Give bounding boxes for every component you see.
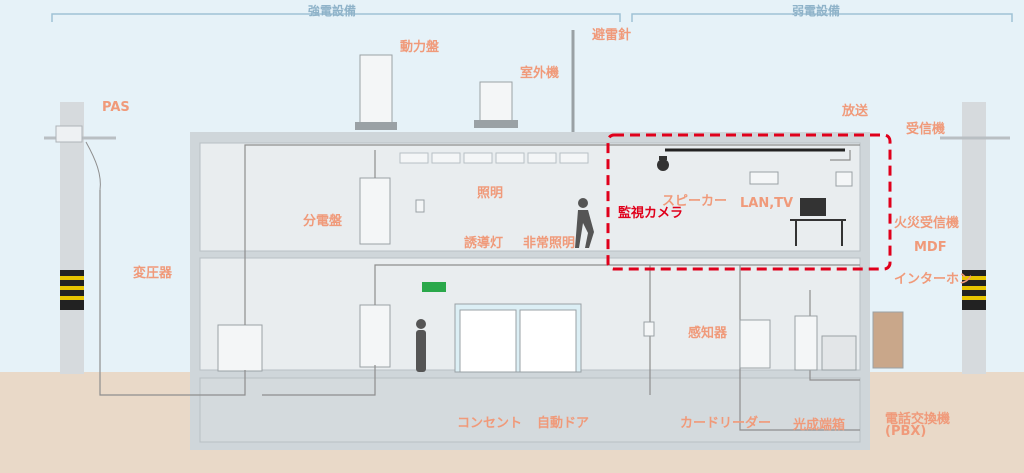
label-lan-tv: LAN,TV: [740, 196, 794, 211]
group-strong-power: 強電設備: [308, 4, 357, 18]
label-guide-light: 誘導灯: [464, 236, 504, 251]
pbx-unit: [872, 311, 904, 369]
optical-termination-box: [794, 315, 818, 371]
highlight-box: [606, 133, 892, 271]
ceiling-lights: [399, 152, 589, 164]
label-automatic-door: 自動ドア: [537, 416, 590, 431]
receiver-unit: [835, 171, 853, 187]
person-icon: [575, 198, 594, 248]
card-reader: [643, 321, 655, 337]
wiring: [99, 144, 860, 431]
label-outdoor-unit: 室外機: [520, 66, 560, 81]
label-optical-box: 光成端箱: [793, 418, 846, 433]
label-receiver: 受信機: [906, 122, 946, 137]
label-speaker: スピーカー: [662, 194, 728, 209]
label-sensor: 感知器: [688, 326, 728, 341]
label-transformer: 変圧器: [133, 266, 173, 281]
fire-receiver-panel: [739, 319, 771, 369]
label-card-reader: カードリーダー: [680, 416, 772, 431]
desk-monitor: [790, 198, 846, 246]
label-outlet: コンセント: [457, 416, 523, 431]
label-power-panel: 動力盤: [400, 40, 440, 55]
label-lightning-rod: 避雷針: [592, 28, 632, 43]
label-pas: PAS: [102, 100, 130, 115]
mdf-rack: [821, 335, 857, 371]
label-lighting: 照明: [477, 186, 504, 201]
switch-2f: [415, 199, 425, 213]
label-distribution-panel: 分電盤: [303, 214, 343, 229]
label-mdf: MDF: [914, 240, 947, 255]
label-emergency-light: 非常照明: [523, 236, 576, 251]
label-pbx: 電話交換機: [885, 412, 951, 427]
automatic-door: [454, 303, 582, 373]
label-broadcast: 放送: [842, 104, 869, 119]
dome-camera-icon: [657, 156, 669, 171]
utility-pole-right: [940, 102, 1010, 374]
strong-bracket: [51, 13, 621, 22]
person-icon-1f: [416, 319, 426, 372]
basement: [199, 377, 861, 443]
group-weak-power: 弱電設備: [792, 4, 841, 18]
weak-bracket: [631, 13, 1013, 22]
outdoor-unit: [474, 81, 518, 128]
label-intercom: インターホン: [894, 272, 973, 287]
label-surveillance-camera: 監視カメラ: [618, 206, 684, 221]
label-pbx-abbrev: (PBX): [885, 424, 927, 439]
distribution-panel: [359, 177, 391, 245]
lan-tv-outlet: [749, 171, 779, 185]
power-panel-roof: [355, 54, 397, 130]
exit-sign-icon: [422, 282, 446, 292]
transformer: [217, 324, 263, 372]
utility-pole-left: [44, 102, 116, 374]
distribution-panel-1f: [359, 304, 391, 368]
label-fire-receiver: 火災受信機: [894, 216, 960, 231]
